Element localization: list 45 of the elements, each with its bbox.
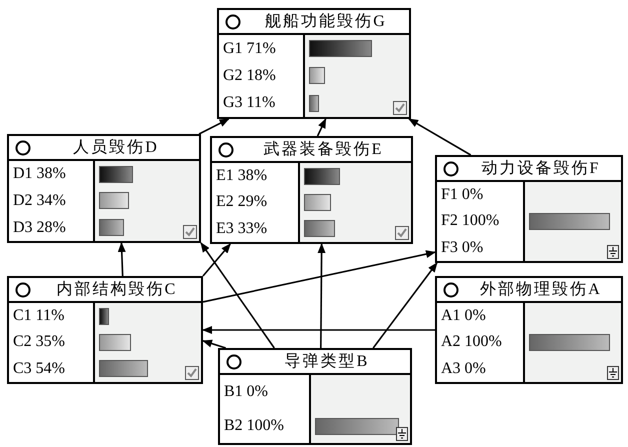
node-title: 武器装备毁伤E bbox=[264, 142, 384, 158]
state-probability: B2 100% bbox=[224, 418, 285, 434]
arrow bbox=[118, 242, 126, 276]
arrow bbox=[372, 262, 438, 348]
state-probability: G1 71% bbox=[223, 40, 277, 57]
arrow bbox=[316, 118, 326, 136]
arrow bbox=[408, 118, 472, 156]
node-title: 内部结构毁伤C bbox=[56, 282, 178, 298]
state-probability: A2 100% bbox=[441, 334, 503, 350]
node-box bbox=[435, 155, 623, 263]
state-probability: G2 18% bbox=[223, 68, 277, 84]
state-probability: E2 29% bbox=[216, 194, 268, 210]
arrow bbox=[200, 242, 275, 348]
node-box bbox=[210, 136, 413, 244]
state-probability: C3 54% bbox=[13, 360, 66, 377]
node-box bbox=[7, 276, 203, 384]
arrow bbox=[202, 326, 435, 334]
arrow bbox=[202, 250, 436, 303]
node-title: 外部物理毁伤A bbox=[480, 282, 602, 298]
state-probability: D1 38% bbox=[13, 166, 67, 182]
node-title: 人员毁伤D bbox=[73, 140, 159, 156]
state-probability: A3 0% bbox=[441, 360, 487, 377]
node-box bbox=[217, 8, 411, 119]
arrow bbox=[202, 340, 226, 349]
state-probability: F2 100% bbox=[441, 213, 500, 230]
node-title: 动力设备毁伤F bbox=[482, 160, 600, 176]
state-probability: D3 28% bbox=[13, 220, 67, 236]
state-probability: G3 11% bbox=[223, 95, 276, 112]
state-probability: A1 0% bbox=[441, 308, 487, 324]
node-title: 导弹类型B bbox=[284, 354, 370, 370]
state-probability: C2 35% bbox=[13, 334, 66, 350]
state-probability: D2 34% bbox=[13, 192, 67, 209]
node-box bbox=[435, 276, 623, 384]
node-box bbox=[7, 134, 201, 243]
arrow bbox=[318, 243, 326, 348]
state-probability: C1 11% bbox=[13, 308, 66, 324]
state-probability: B1 0% bbox=[224, 384, 269, 400]
node-title: 舰船功能毁伤G bbox=[265, 14, 387, 30]
node-box bbox=[218, 348, 412, 445]
state-probability: E3 33% bbox=[216, 220, 268, 237]
state-probability: F3 0% bbox=[441, 240, 484, 256]
arrow bbox=[198, 118, 230, 135]
arrow bbox=[202, 243, 231, 277]
state-probability: E1 38% bbox=[216, 168, 268, 184]
state-probability: F1 0% bbox=[441, 187, 484, 204]
